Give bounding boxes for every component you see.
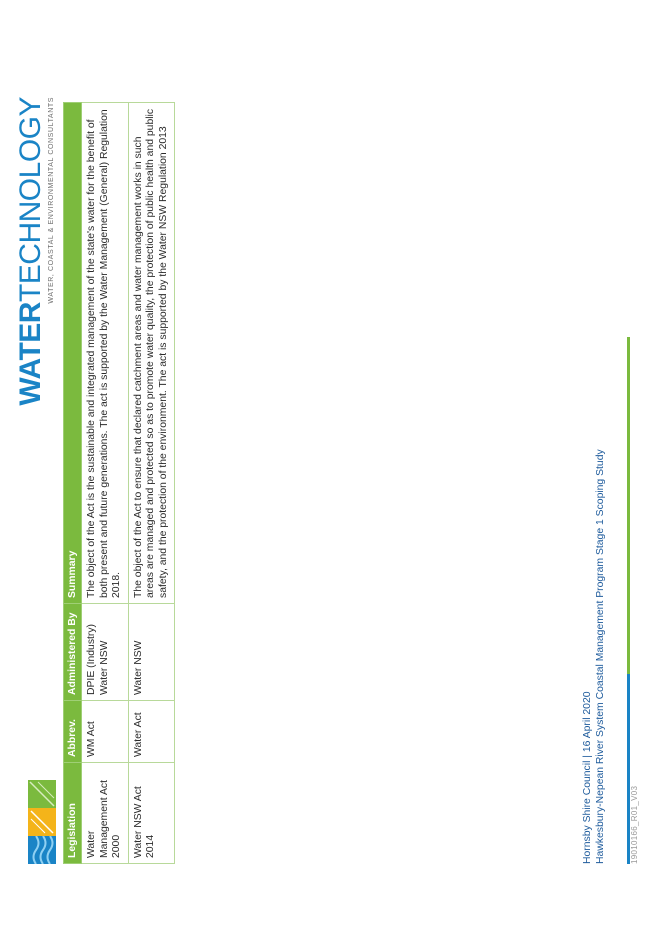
cell-summary: The object of the Act is the sustainable… <box>81 102 128 604</box>
cell-administered-by: DPIE (Industry) Water NSW <box>81 603 128 701</box>
header-legislation: Legislation <box>63 762 82 864</box>
cell-legislation: Water Management Act 2000 <box>81 762 128 864</box>
legislation-table: Legislation Abbrev. Administered By Summ… <box>63 102 175 864</box>
cell-administered-by: Water NSW <box>128 603 175 701</box>
brand-logo: WATERTECHNOLOGY WATER, COASTAL & ENVIRON… <box>14 97 55 406</box>
header-summary: Summary <box>63 102 82 604</box>
footer-line-2: Hawkesbury-Nepean River System Coastal M… <box>594 449 606 864</box>
footer-bar-green <box>627 337 630 674</box>
cell-abbrev: Water Act <box>128 700 175 763</box>
table-row: Water NSW Act 2014 Water Act Water NSW T… <box>128 102 175 864</box>
cell-summary: The object of the Act to ensure that dec… <box>128 102 175 604</box>
footer-line-1: Hornsby Shire Council | 16 April 2020 <box>582 691 593 864</box>
blue-wave-tile-icon <box>28 835 56 865</box>
header-administered-by: Administered By <box>63 603 82 701</box>
document-code: 19010166_R01_V03 <box>630 785 639 864</box>
yellow-tile-icon <box>28 808 56 836</box>
brand-name-bold: WATER <box>14 302 47 406</box>
logo-tiles <box>28 780 56 865</box>
green-tile-icon <box>28 780 56 808</box>
page-footer: Hornsby Shire Council | 16 April 2020 Ha… <box>582 449 607 864</box>
brand-name: WATERTECHNOLOGY <box>14 97 47 406</box>
brand-name-light: TECHNOLOGY <box>14 97 47 303</box>
table-row: Water Management Act 2000 WM Act DPIE (I… <box>81 102 128 864</box>
cell-legislation: Water NSW Act 2014 <box>128 762 175 864</box>
table-header-row: Legislation Abbrev. Administered By Summ… <box>63 102 82 864</box>
cell-abbrev: WM Act <box>81 700 128 763</box>
header-abbrev: Abbrev. <box>63 700 82 763</box>
brand-tagline: WATER, COASTAL & ENVIRONMENTAL CONSULTAN… <box>48 97 55 304</box>
